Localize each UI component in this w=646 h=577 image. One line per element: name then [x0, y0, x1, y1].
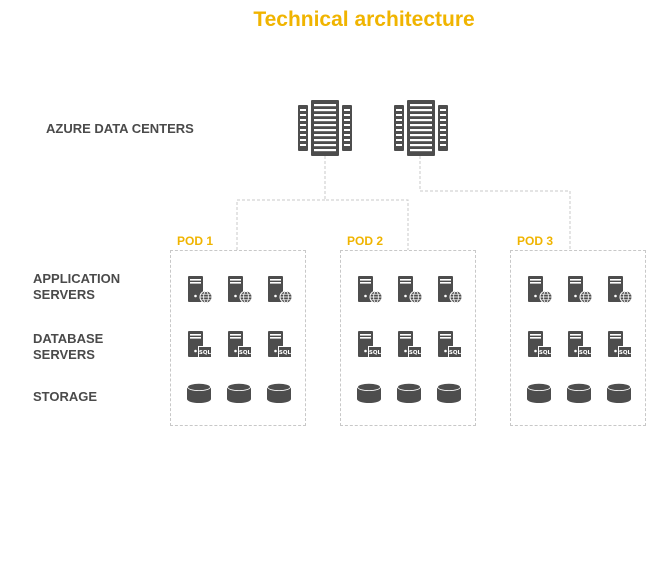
- storage-disk-icon: [527, 383, 551, 403]
- sql-badge-label: SQL: [539, 350, 552, 356]
- sql-server-icon: SQL: [228, 331, 252, 358]
- storage-disk-icon: [267, 383, 291, 403]
- web-server-icon: [268, 276, 293, 304]
- sql-badge-label: SQL: [619, 350, 632, 356]
- sql-server-icon: SQL: [608, 331, 632, 358]
- sql-server-icon: SQL: [268, 331, 292, 358]
- pod-icon-grid: SQL SQL SQL SQL SQL SQL SQL SQL SQL: [187, 276, 633, 403]
- sql-badge-label: SQL: [369, 350, 382, 356]
- web-server-icon: [528, 276, 553, 304]
- pod-1-box: [170, 250, 306, 426]
- pod-2-box: [340, 250, 476, 426]
- storage-disk-icon: [227, 383, 251, 403]
- row-label-application-servers: APPLICATION SERVERS: [33, 271, 121, 302]
- sql-badge-label: SQL: [579, 350, 592, 356]
- datacenter-1-icon: [298, 100, 352, 156]
- connector-lines: [236, 156, 571, 250]
- sql-badge-label: SQL: [199, 350, 212, 356]
- sql-server-icon: SQL: [358, 331, 382, 358]
- sql-badge-label: SQL: [239, 350, 252, 356]
- web-server-icon: [358, 276, 383, 304]
- storage-disk-icon: [397, 383, 421, 403]
- connector-dc1-pod1: [236, 199, 325, 250]
- sql-badge-label: SQL: [449, 350, 462, 356]
- web-server-icon: [568, 276, 593, 304]
- datacenter-group: [298, 100, 448, 156]
- row-label-storage: STORAGE: [33, 389, 98, 404]
- web-server-icon: [398, 276, 423, 304]
- sql-server-icon: SQL: [528, 331, 552, 358]
- web-server-icon: [608, 276, 633, 304]
- web-server-icon: [438, 276, 463, 304]
- sql-server-icon: SQL: [188, 331, 212, 358]
- sql-server-icon: SQL: [438, 331, 462, 358]
- sql-server-icon: SQL: [568, 331, 592, 358]
- datacenter-2-icon: [394, 100, 448, 156]
- sql-server-icon: SQL: [398, 331, 422, 358]
- storage-disk-icon: [357, 383, 381, 403]
- storage-disk-icon: [437, 383, 461, 403]
- row-label-database-servers: DATABASE SERVERS: [33, 331, 104, 362]
- sql-badge-label: SQL: [279, 350, 292, 356]
- page-title: Technical architecture: [253, 8, 475, 31]
- pod-3-label: POD 3: [517, 234, 554, 248]
- connector-dc1-pod2: [324, 156, 409, 250]
- pod-1-label: POD 1: [177, 234, 214, 248]
- web-server-icon: [188, 276, 213, 304]
- connector-dc2-pod3: [419, 156, 571, 250]
- storage-disk-icon: [567, 383, 591, 403]
- storage-disk-icon: [607, 383, 631, 403]
- datacenters-label: AZURE DATA CENTERS: [46, 121, 194, 136]
- web-server-icon: [228, 276, 253, 304]
- sql-badge-label: SQL: [409, 350, 422, 356]
- pod-2-label: POD 2: [347, 234, 384, 248]
- storage-disk-icon: [187, 383, 211, 403]
